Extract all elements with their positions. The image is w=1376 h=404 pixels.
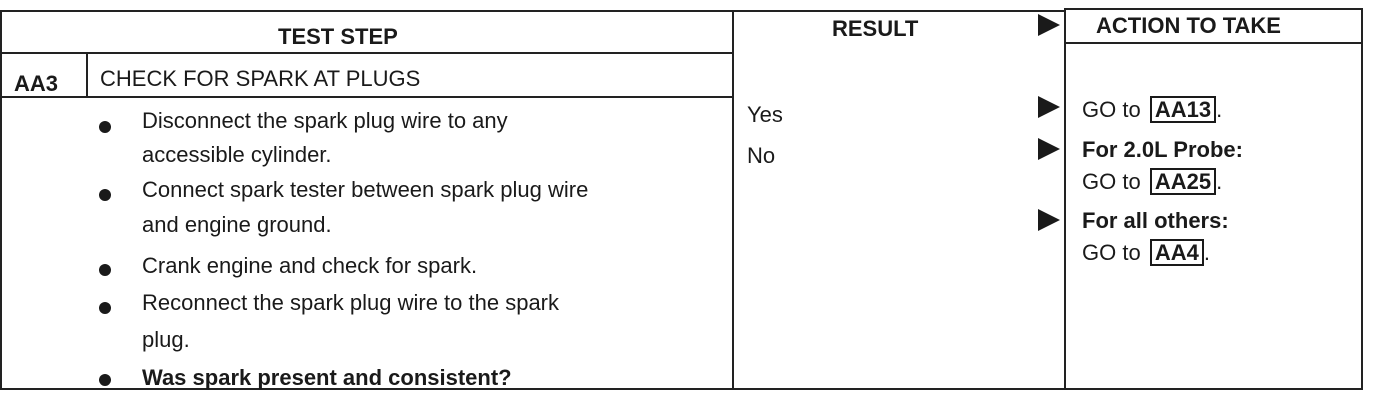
action-probe-ref: AA25 (1149, 168, 1217, 195)
no-probe-arrow-icon (1038, 138, 1060, 160)
action-probe-prefix: GO to (1082, 169, 1141, 194)
table-bottom-border (0, 388, 1362, 390)
bullet-2-line-1: Connect spark tester between spark plug … (142, 177, 589, 202)
action-yes-prefix: GO to (1082, 97, 1141, 122)
step-title-bottom-rule (0, 96, 733, 98)
action-others-goto: GO to AA4. (1082, 239, 1210, 266)
step-id: AA3 (14, 71, 59, 96)
result-header: RESULT (832, 16, 919, 41)
no-others-arrow-icon (1038, 209, 1060, 231)
action-others-prefix: GO to (1082, 240, 1141, 265)
action-yes-ref: AA13 (1149, 96, 1217, 123)
action-yes: GO to AA13. (1082, 96, 1222, 123)
step-title: CHECK FOR SPARK AT PLUGS (100, 66, 421, 91)
bullet-icon (99, 374, 111, 386)
action-others-label: For all others: (1082, 208, 1229, 233)
header-bottom-rule-right (1064, 42, 1362, 44)
bullet-5-question: Was spark present and consistent? (142, 365, 512, 390)
action-probe-suffix: . (1216, 169, 1223, 194)
action-probe-label: For 2.0L Probe: (1082, 137, 1243, 162)
bullet-icon (99, 264, 111, 276)
action-others-suffix: . (1203, 240, 1210, 265)
action-yes-suffix: . (1216, 97, 1223, 122)
yes-arrow-icon (1038, 96, 1060, 118)
action-column-divider (1064, 8, 1066, 390)
table-top-border-right (1064, 8, 1362, 10)
bullet-icon (99, 189, 111, 201)
bullet-4-line-1: Reconnect the spark plug wire to the spa… (142, 290, 560, 315)
bullet-1-line-1: Disconnect the spark plug wire to any (142, 108, 508, 133)
header-bottom-rule-left (0, 52, 733, 54)
result-column-divider (732, 10, 734, 390)
result-yes: Yes (747, 102, 783, 127)
table-left-border (0, 10, 2, 390)
bullet-icon (99, 302, 111, 314)
bullet-4-line-2: plug. (142, 327, 190, 352)
action-header: ACTION TO TAKE (1096, 13, 1281, 38)
action-others-ref: AA4 (1149, 239, 1204, 266)
test-step-header: TEST STEP (278, 24, 398, 49)
bullet-2-line-2: and engine ground. (142, 212, 332, 237)
bullet-3-line-1: Crank engine and check for spark. (142, 253, 478, 278)
action-probe-goto: GO to AA25. (1082, 168, 1222, 195)
result-no: No (747, 143, 776, 168)
table-top-border-left (0, 10, 1064, 12)
table-right-border (1361, 8, 1363, 390)
bullet-icon (99, 121, 111, 133)
bullet-1-line-2: accessible cylinder. (142, 142, 332, 167)
step-id-divider (86, 54, 88, 98)
header-arrow-icon (1038, 14, 1060, 36)
